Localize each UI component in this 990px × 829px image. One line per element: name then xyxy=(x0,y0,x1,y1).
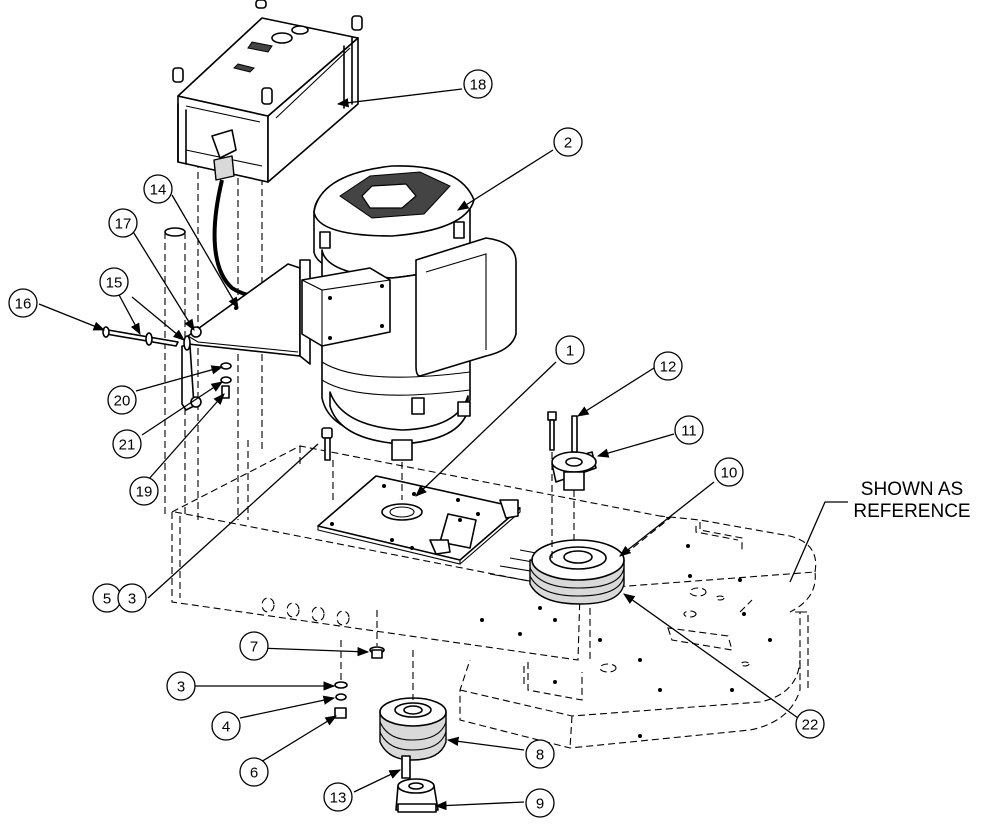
callout-5: 5 xyxy=(92,583,122,613)
callout-18: 18 xyxy=(463,69,493,99)
callout-number: 16 xyxy=(15,296,32,313)
callout-number: 7 xyxy=(250,639,258,656)
callout-number: 1 xyxy=(566,343,574,360)
callout-21: 21 xyxy=(112,429,142,459)
callout-number: 5 xyxy=(103,591,111,608)
callout-11: 11 xyxy=(674,415,704,445)
callout-number: 4 xyxy=(222,719,230,736)
callout-number: 10 xyxy=(721,465,738,482)
callout-number: 3 xyxy=(128,591,136,608)
callout-1: 1 xyxy=(555,335,585,365)
callout-3: 3 xyxy=(117,583,147,613)
reference-note: SHOWN AS REFERENCE xyxy=(853,479,970,522)
shaft-key xyxy=(401,755,411,779)
motor-bolt xyxy=(321,427,333,461)
callout-circle xyxy=(239,631,269,661)
callout-number: 2 xyxy=(564,135,572,152)
callout-circle xyxy=(143,174,173,204)
control-box xyxy=(172,0,363,183)
callout-circle xyxy=(714,457,744,487)
callout-number: 22 xyxy=(802,717,819,734)
callout-number: 8 xyxy=(536,747,544,764)
callout-circle xyxy=(674,415,704,445)
reference-note-line1: SHOWN AS xyxy=(861,479,963,500)
callout-circle xyxy=(166,671,196,701)
callout-number: 13 xyxy=(330,790,347,807)
callout-22: 22 xyxy=(795,709,825,739)
callout-number: 21 xyxy=(119,437,136,454)
callout-3: 3 xyxy=(166,671,196,701)
callout-circle xyxy=(463,69,493,99)
callout-number: 3 xyxy=(177,679,185,696)
callout-circle xyxy=(112,429,142,459)
callout-number: 14 xyxy=(150,182,167,199)
callout-20: 20 xyxy=(107,385,137,415)
callout-13: 13 xyxy=(323,782,353,812)
bracket-bolt-hardware xyxy=(102,326,232,399)
callout-15: 15 xyxy=(99,267,129,297)
mounting-bracket xyxy=(181,259,311,411)
callout-circle xyxy=(653,351,683,381)
callout-circle xyxy=(323,782,353,812)
callout-9: 9 xyxy=(525,788,555,818)
electric-motor xyxy=(301,165,517,461)
callout-16: 16 xyxy=(8,288,38,318)
callout-number: 19 xyxy=(136,484,153,501)
centerline xyxy=(551,452,575,560)
callout-19: 19 xyxy=(129,476,159,506)
callout-6: 6 xyxy=(239,757,269,787)
callout-circle xyxy=(525,788,555,818)
callout-number: 17 xyxy=(115,216,132,233)
callout-12: 12 xyxy=(653,351,683,381)
callout-number: 12 xyxy=(660,359,677,376)
drive-pulley xyxy=(529,539,625,605)
callout-circle xyxy=(117,583,147,613)
shoulder-bolt xyxy=(369,646,385,659)
callout-circle xyxy=(107,385,137,415)
callout-circle xyxy=(99,267,129,297)
reference-note-line2: REFERENCE xyxy=(853,501,970,522)
lower-bushing xyxy=(395,778,439,813)
callout-circle xyxy=(525,739,555,769)
base-plate-reference xyxy=(174,511,817,749)
callout-8: 8 xyxy=(525,739,555,769)
callout-circle xyxy=(8,288,38,318)
lower-pulley xyxy=(379,697,447,761)
callout-7: 7 xyxy=(239,631,269,661)
callout-17: 17 xyxy=(108,208,138,238)
tapered-bushing xyxy=(551,451,597,491)
callout-number: 20 xyxy=(114,393,131,410)
callout-circle xyxy=(108,208,138,238)
key-pin xyxy=(547,411,578,453)
callout-circle xyxy=(129,476,159,506)
callout-circle xyxy=(795,709,825,739)
callout-10: 10 xyxy=(714,457,744,487)
callout-circle xyxy=(211,711,241,741)
callout-circle xyxy=(553,127,583,157)
callout-circle xyxy=(239,757,269,787)
leader-lines xyxy=(38,88,848,811)
callout-4: 4 xyxy=(211,711,241,741)
callout-number: 15 xyxy=(106,275,123,292)
callout-14: 14 xyxy=(143,174,173,204)
callout-number: 18 xyxy=(470,77,487,94)
callout-number: 6 xyxy=(250,765,258,782)
callout-2: 2 xyxy=(553,127,583,157)
callout-number: 9 xyxy=(536,796,544,813)
washer-nut-stack xyxy=(334,681,348,719)
motor-mount-plate xyxy=(317,475,521,565)
callout-number: 11 xyxy=(681,423,697,440)
callout-circle xyxy=(555,335,585,365)
